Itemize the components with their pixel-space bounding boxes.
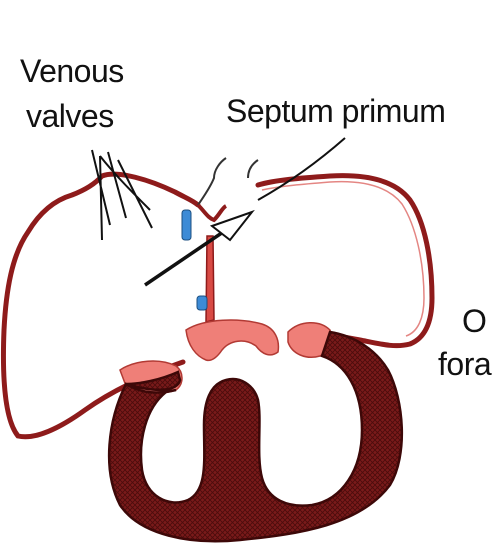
septum-primum-label: Septum primum xyxy=(226,95,445,127)
venous-valves-label-line1: Venous xyxy=(20,55,124,87)
valve-blue-lower xyxy=(197,296,207,310)
central-cushion xyxy=(186,320,278,360)
venous-valves-label-line2: valves xyxy=(26,100,114,132)
ostium-label-fragment: O xyxy=(462,305,486,337)
septum-flap xyxy=(198,205,226,220)
atrial-wall-right-inner xyxy=(262,182,424,336)
foramen-label-fragment: fora xyxy=(438,348,491,380)
septum-primum-leader xyxy=(258,138,345,200)
valve-blue-upper xyxy=(182,210,191,240)
sinus-venosus-opening xyxy=(198,158,258,205)
venous-valves-leader xyxy=(92,150,152,240)
atrial-wall-right xyxy=(258,176,432,346)
septum-primum xyxy=(206,236,214,322)
